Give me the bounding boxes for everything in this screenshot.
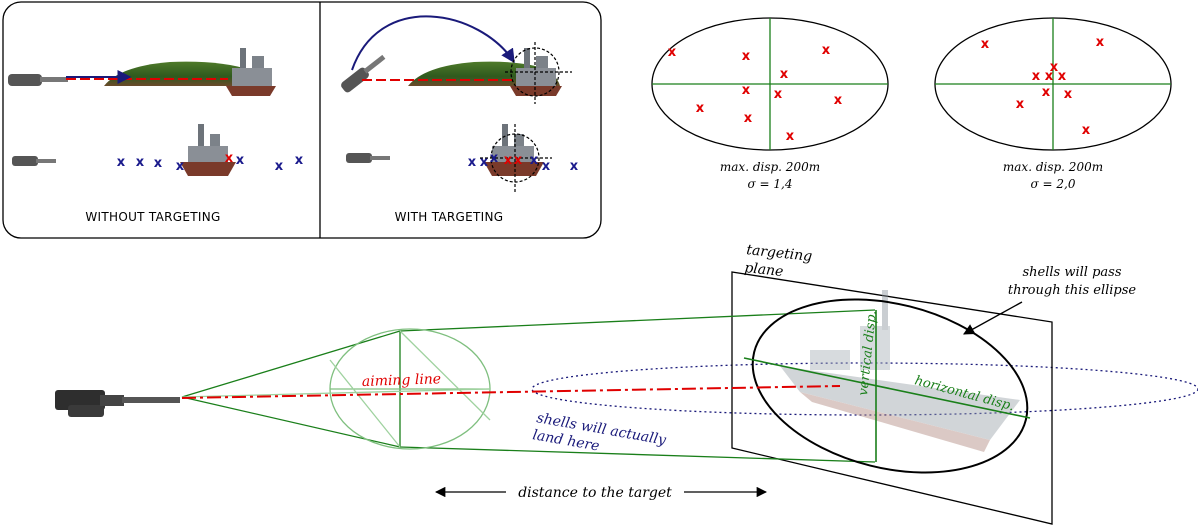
aiming-line-label: aiming line (362, 371, 442, 390)
ship-image (780, 290, 1020, 452)
targeting-plane-label: targeting (746, 242, 813, 265)
impact-mark: x (295, 153, 304, 168)
impact-mark: x (742, 49, 751, 64)
targeting-plane-label: plane (744, 260, 785, 280)
impact-mark: x (981, 37, 990, 52)
ellipse-note: through this ellipse (1008, 283, 1137, 298)
gun-icon (55, 390, 180, 417)
sigma-label: σ = 2,0 (1031, 177, 1076, 191)
with-targeting-label: WITH TARGETING (395, 210, 504, 224)
near-dispersion-ellipse (181, 328, 491, 450)
impact-mark: x (480, 155, 489, 170)
shell-trajectory (351, 15, 515, 71)
impact-mark: x (236, 153, 245, 168)
ship-image (180, 124, 236, 176)
sigma-label: σ = 1,4 (748, 177, 793, 191)
gun-icon (8, 74, 68, 86)
max-disp-label: max. disp. 200m (1003, 160, 1103, 174)
impact-mark: x (774, 87, 783, 102)
impact-mark: x (1050, 60, 1059, 75)
ellipse-note-arrow (963, 301, 1023, 335)
impact-mark: x (275, 159, 284, 174)
impact-mark: x (570, 159, 579, 174)
impact-mark: x (136, 155, 145, 170)
targeting-plane (731, 271, 1053, 525)
far-dispersion-ellipse (743, 298, 1031, 474)
impact-mark: x (225, 151, 234, 166)
landing-ellipse (531, 362, 1198, 416)
impact-mark: x (668, 45, 677, 60)
dispersion-cone (181, 309, 876, 463)
impact-mark: x (834, 93, 843, 108)
impact-mark: x (117, 155, 126, 170)
gun-icon (12, 156, 56, 166)
impact-mark: x (542, 159, 551, 174)
impact-mark: x (154, 156, 163, 171)
impact-mark: x (1045, 69, 1054, 84)
impact-mark: x (742, 83, 751, 98)
ship-image (226, 48, 276, 96)
gun-icon (346, 153, 390, 163)
panel-frame (2, 1, 602, 239)
impact-mark: x (1042, 85, 1051, 100)
impact-mark: x (822, 43, 831, 58)
impact-mark: x (468, 155, 477, 170)
impact-mark: x (1064, 87, 1073, 102)
crosshair-icon (505, 42, 572, 104)
max-disp-label: max. disp. 200m (720, 160, 820, 174)
impact-mark: x (696, 101, 705, 116)
impact-mark: x (1058, 69, 1067, 84)
impact-mark: x (1032, 69, 1041, 84)
impact-mark: x (530, 153, 539, 168)
impact-mark: x (504, 153, 513, 168)
impact-mark: x (1016, 97, 1025, 112)
distance-label: distance to the target (518, 485, 672, 501)
impact-mark: x (1096, 35, 1105, 50)
impact-mark: x (514, 153, 523, 168)
ellipse-note: shells will pass (1022, 265, 1121, 280)
impact-mark: x (1082, 123, 1091, 138)
crosshair-icon (480, 124, 552, 194)
impact-mark: x (490, 151, 499, 166)
impact-mark: x (786, 129, 795, 144)
impact-mark: x (744, 111, 753, 126)
impact-mark: x (176, 159, 185, 174)
impact-mark: x (780, 67, 789, 82)
perspective-diagram: targeting plane shells will pass through… (55, 242, 1198, 525)
gun-icon (341, 54, 386, 93)
aiming-line (181, 385, 841, 399)
without-targeting-label: WITHOUT TARGETING (85, 210, 220, 224)
